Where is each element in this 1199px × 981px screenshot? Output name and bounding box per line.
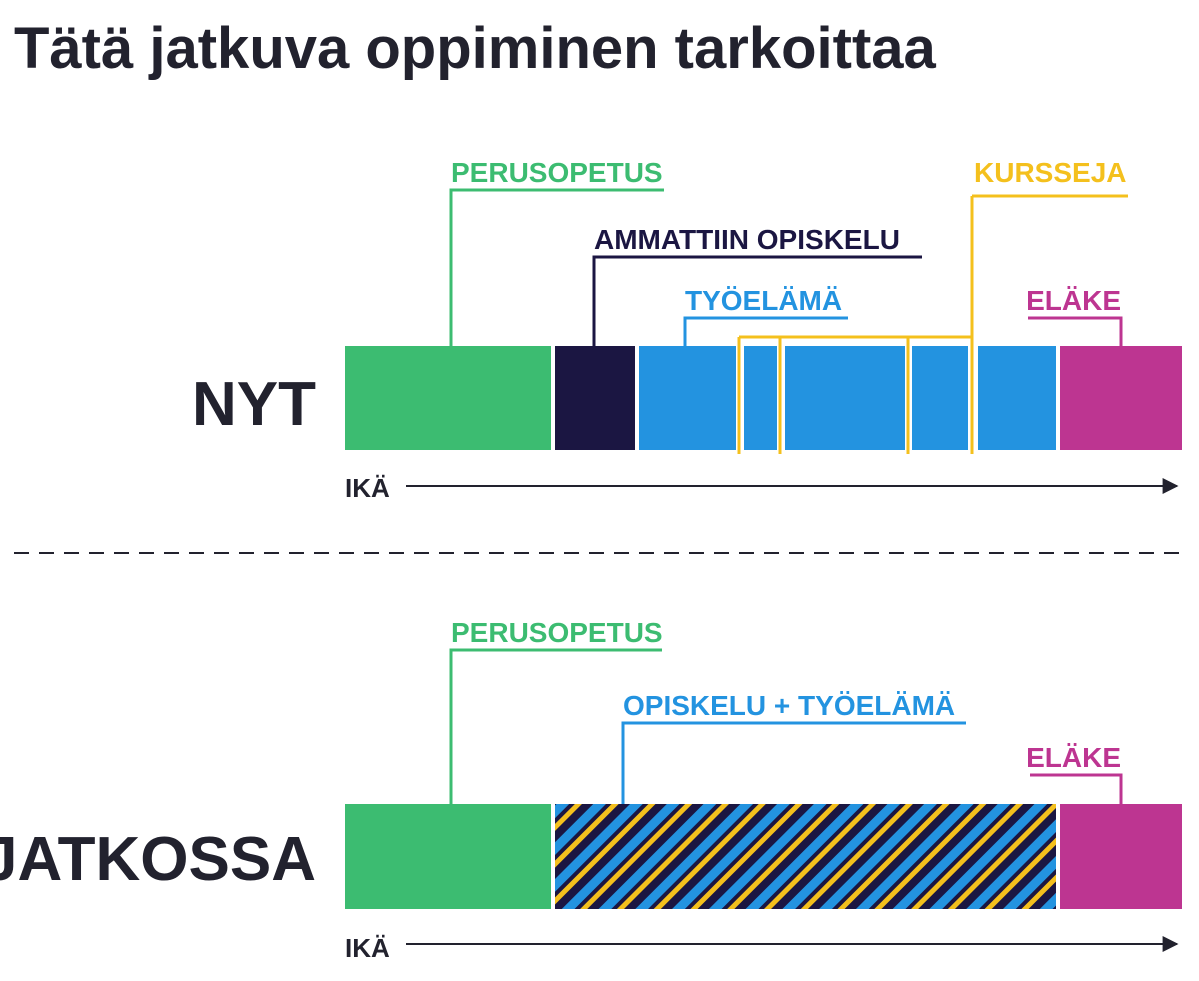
now-label-tyoelama: TYÖELÄMÄ (685, 285, 842, 316)
future-label-perusopetus: PERUSOPETUS (451, 617, 663, 648)
future-callout-perusopetus (449, 648, 662, 804)
future-bar-perusopetus (345, 804, 551, 909)
now-bar-perusopetus (345, 346, 551, 450)
now-callout-tyoelama (683, 316, 848, 346)
now-bar-tyoelama-1 (639, 346, 736, 450)
now-bar-tyoelama-5 (978, 346, 1056, 450)
now-label-ammattiin-opiskelu: AMMATTIIN OPISKELU (594, 224, 900, 255)
future-label-elake: ELÄKE (1026, 742, 1121, 773)
now-bar-ammattiin-opiskelu (555, 346, 635, 450)
now-label-elake: ELÄKE (1026, 285, 1121, 316)
now-axis-label: IKÄ (345, 473, 390, 503)
future-callout-elake (1030, 773, 1123, 804)
future-row: JATKOSSA PERUSOPETUS OPISKELU + TYÖELÄMÄ… (0, 617, 1182, 963)
now-callout-perusopetus (449, 188, 664, 346)
future-bar-opiskelu-tyoelama (555, 804, 1056, 909)
now-kursseja-markers (737, 194, 1128, 454)
now-row-label: NYT (192, 370, 316, 439)
now-bar-elake (1060, 346, 1182, 450)
future-row-label: JATKOSSA (0, 825, 316, 894)
future-label-opiskelu-tyoelama: OPISKELU + TYÖELÄMÄ (623, 690, 955, 721)
future-axis-label: IKÄ (345, 933, 390, 963)
now-callout-ammattiin-opiskelu (592, 255, 922, 346)
future-callout-opiskelu-tyoelama (621, 721, 966, 804)
now-bar-tyoelama-3 (785, 346, 905, 450)
now-bar-tyoelama-2 (744, 346, 777, 450)
now-bar-tyoelama-4 (912, 346, 968, 450)
now-label-perusopetus: PERUSOPETUS (451, 157, 663, 188)
page-title: Tätä jatkuva oppiminen tarkoittaa (14, 16, 937, 81)
now-callout-elake (1028, 316, 1123, 346)
now-row: NYT PERUSOPETUS AMMATTIIN OPISKELU TYÖE (192, 157, 1182, 503)
future-bar-elake (1060, 804, 1182, 909)
now-label-kursseja: KURSSEJA (974, 157, 1126, 188)
